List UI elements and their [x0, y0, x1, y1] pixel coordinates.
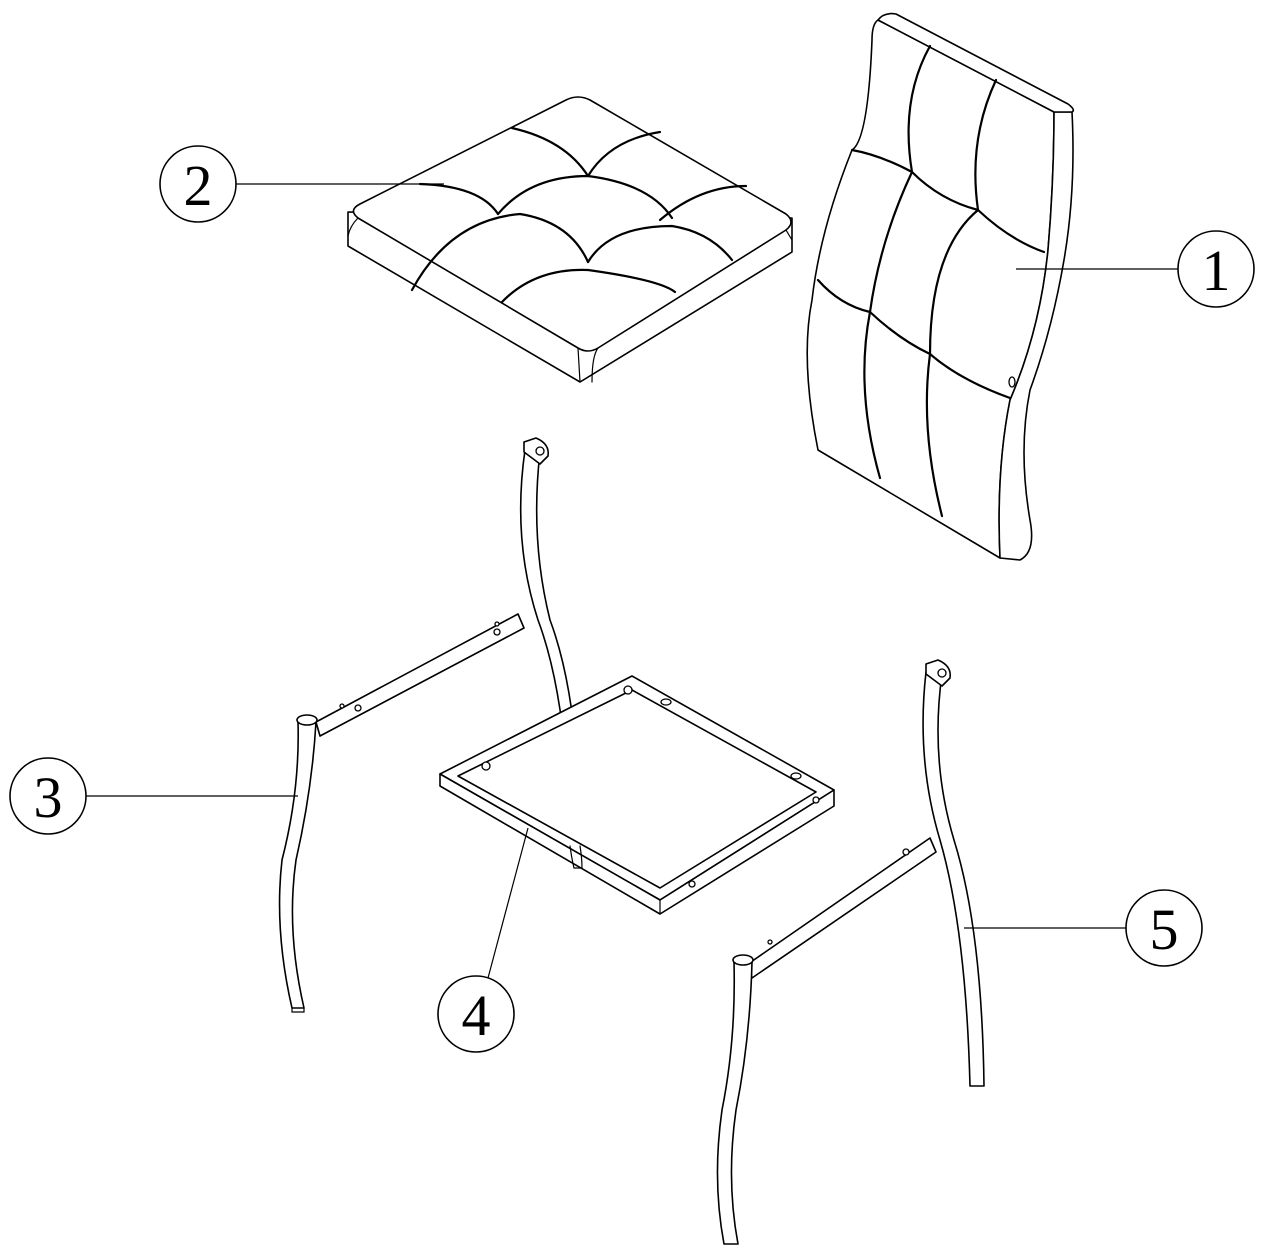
seat-frame-part	[439, 675, 835, 915]
left-cross-rail	[315, 613, 525, 737]
callout-5-label: 5	[1150, 897, 1179, 962]
callout-3-label: 3	[34, 765, 63, 830]
callout-4: 4	[437, 827, 529, 1053]
right-front-leg	[716, 961, 753, 1245]
left-leg-frame-part	[278, 437, 581, 1013]
right-rear-post	[922, 671, 985, 1087]
callout-5: 5	[964, 889, 1203, 967]
right-cross-rail	[747, 837, 937, 979]
callout-1: 1	[1016, 230, 1255, 308]
backrest-part	[806, 12, 1075, 561]
backrest-side	[998, 111, 1074, 561]
callout-1-label: 1	[1202, 238, 1231, 303]
callout-2: 2	[159, 145, 444, 223]
seat-cushion-part	[347, 96, 793, 383]
seat-cushion-top	[352, 96, 792, 352]
callout-3: 3	[9, 757, 298, 835]
callout-2-label: 2	[184, 153, 213, 218]
seat-frame-inner	[457, 689, 817, 889]
left-front-leg	[278, 721, 317, 1009]
backrest-mount-hole	[1008, 376, 1016, 388]
callout-4-label: 4	[462, 983, 491, 1048]
right-leg-frame-part	[716, 659, 985, 1245]
